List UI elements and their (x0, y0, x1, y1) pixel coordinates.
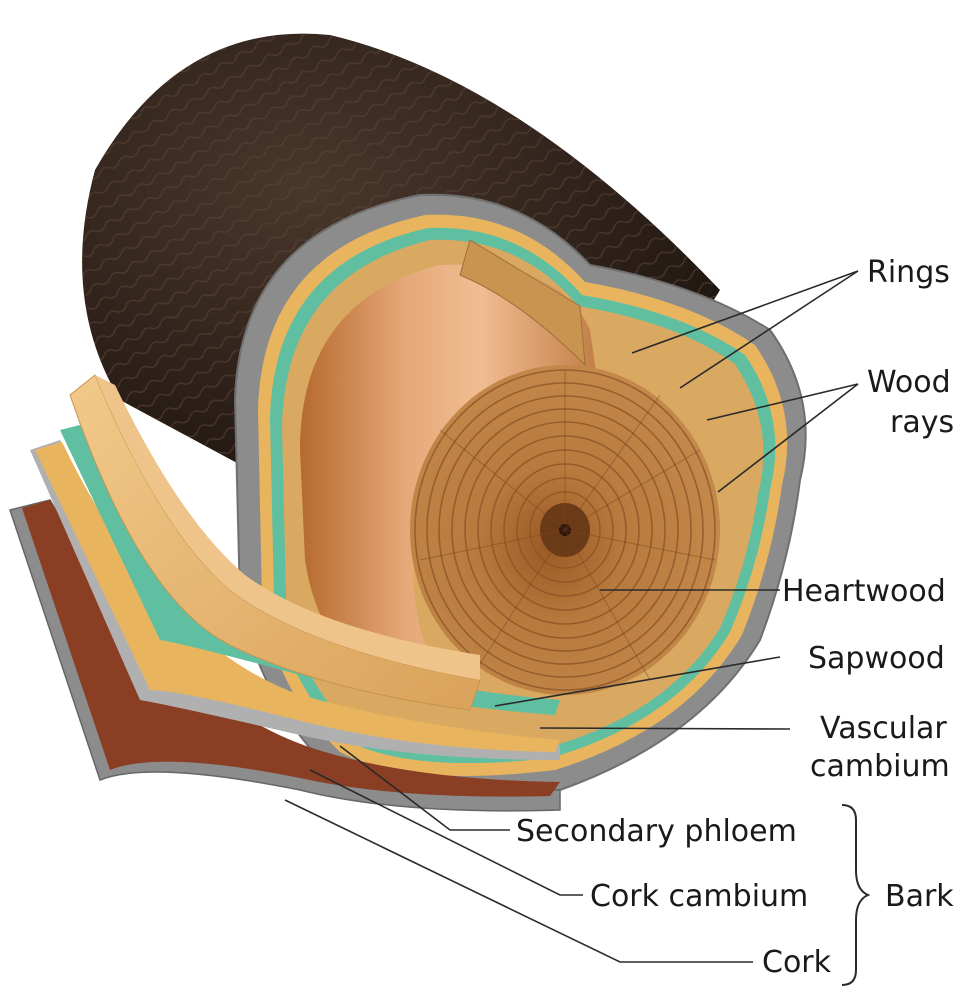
cross-section (233, 193, 807, 798)
peeled-layers (9, 374, 561, 812)
label-wood-rays-1: Wood (867, 365, 951, 400)
growth-rings (414, 369, 716, 691)
label-bark: Bark (885, 879, 954, 914)
label-vascular-cambium-1: Vascular (820, 711, 947, 746)
label-vascular-cambium-2: cambium (810, 749, 950, 784)
bark-brace (841, 804, 871, 986)
wood-rays (419, 370, 716, 681)
label-wood-rays-2: rays (890, 405, 954, 440)
label-cork-cambium: Cork cambium (590, 879, 808, 914)
label-rings: Rings (867, 255, 950, 290)
label-sapwood: Sapwood (808, 641, 945, 676)
label-heartwood: Heartwood (782, 574, 946, 609)
label-secondary-phloem: Secondary phloem (516, 814, 797, 849)
label-cork: Cork (762, 945, 832, 980)
leader-lines (284, 270, 859, 963)
